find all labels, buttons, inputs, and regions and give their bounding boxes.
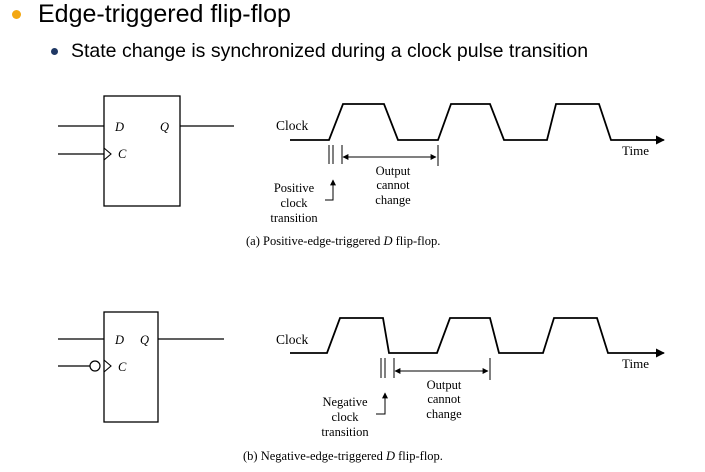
transition-pointer-b [376,392,388,415]
c-label-a: C [118,147,127,161]
transition-label-a-1: Positive [274,181,315,195]
negative-edge-timing: Clock Time Output cannot change Negative… [243,317,665,463]
clock-waveform-b [290,317,660,354]
positive-edge-flipflop: D C Q [58,95,234,207]
clock-label-b: Clock [276,332,308,347]
transition-label-b-2: clock [331,410,359,424]
subtitle-bullet [51,48,58,55]
positive-edge-timing: Clock Time Output cannot change Positive… [246,103,665,248]
time-label-a: Time [622,143,649,158]
q-label-b: Q [140,333,149,347]
caption-b: (b) Negative-edge-triggered D flip-flop. [243,449,443,463]
q-label-a: Q [160,120,169,134]
output-label-b-2: cannot [427,392,461,406]
caption-a: (a) Positive-edge-triggered D flip-flop. [246,234,440,248]
d-label-b: D [114,333,124,347]
transition-label-a-2: clock [280,196,308,210]
d-label-a: D [114,120,124,134]
title-bullet [12,10,21,19]
transition-label-b-3: transition [321,425,369,439]
flipflop-box-b [103,311,159,423]
output-label-a-1: Output [376,164,411,178]
transition-label-b-1: Negative [322,395,368,409]
clock-edge-triangle-a [103,147,112,161]
flipflop-box-a [103,95,181,207]
clock-waveform-a [290,103,660,141]
transition-pointer-a [325,179,336,201]
transition-label-a-3: transition [270,211,318,225]
slide-title: Edge-triggered flip-flop [38,0,291,28]
time-label-b: Time [622,356,649,371]
output-label-b-1: Output [427,378,462,392]
output-label-a-2: cannot [376,178,410,192]
negative-edge-flipflop: D C Q [58,311,224,423]
slide-subtitle: State change is synchronized during a cl… [71,40,589,62]
output-label-a-3: change [375,193,411,207]
c-label-b: C [118,360,127,374]
clock-edge-triangle-b [103,359,112,373]
clock-label-a: Clock [276,118,308,133]
inversion-bubble-b [89,360,101,372]
output-label-b-3: change [426,407,462,421]
